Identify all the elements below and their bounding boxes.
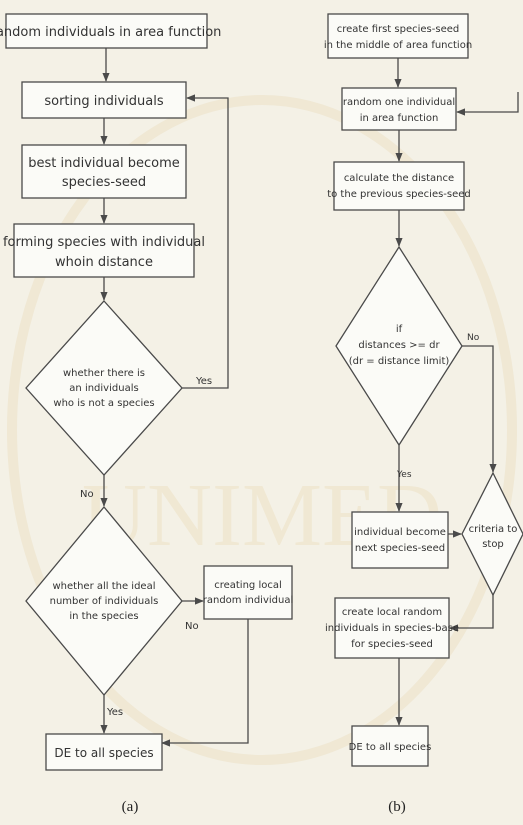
flowchart-b: create first species-seed in the middle … [324, 13, 523, 815]
box-forming-species-line1: forming species with individual [3, 235, 205, 250]
arrow-yes-loop [182, 94, 229, 389]
label-no-b: No [467, 333, 480, 343]
flowchart-a: random individuals in area function sort… [0, 13, 294, 815]
decision-ideal-number-line2: number of individuals [50, 596, 159, 607]
box-random-one-line2: in area function [360, 113, 439, 124]
arrow-local-to-de [161, 619, 249, 747]
label-yes-1: Yes [195, 376, 212, 387]
box-de-all-species-b [351, 725, 429, 767]
box-sorting-individuals-label: sorting individuals [44, 94, 163, 109]
box-de-all-species-a-label: DE to all species [54, 746, 153, 760]
label-no-2: No [185, 621, 199, 632]
box-create-local-random-line2: individuals in species-base [325, 623, 459, 634]
decision-distance-line1: if [396, 324, 403, 335]
decision-ideal-number-line1: whether all the ideal [52, 581, 155, 592]
decision-not-species-line3: who is not a species [53, 398, 154, 409]
decision-distance-line3: (dr = distance limit) [349, 356, 450, 367]
decision-not-species-line2: an individuals [69, 383, 138, 394]
box-de-all-species-b-label: DE to all species [349, 742, 432, 753]
box-create-local-random-line1: create local random [342, 607, 442, 618]
label-yes-b: Yes [396, 470, 412, 480]
box-random-one-line1: random one individual [343, 97, 455, 108]
arrow-no-b [462, 345, 497, 473]
decision-ideal-number-line3: in the species [69, 611, 138, 622]
label-no-1: No [80, 489, 94, 500]
box-calculate-distance-line2: to the previous species-seed [327, 189, 471, 200]
box-best-individual-line2: species-seed [62, 175, 146, 190]
box-random-one [341, 87, 457, 131]
box-best-individual-line1: best individual become [28, 156, 180, 171]
box-sorting-individuals [21, 81, 187, 119]
box-individual-become-line1: individual become [354, 527, 446, 538]
box-creating-local-line2: random individual [203, 595, 294, 606]
box-de-all-species-a [45, 733, 163, 771]
box-random-individuals [5, 13, 208, 49]
box-create-local-random [334, 597, 450, 659]
arrow-criteria-to-local [449, 595, 494, 632]
decision-distance-line2: distances >= dr [358, 340, 440, 351]
caption-b: (b) [388, 799, 406, 815]
box-create-first-seed-line2: in the middle of area function [324, 40, 472, 51]
arrow-loop-in-b [456, 92, 519, 116]
box-calculate-distance-line1: calculate the distance [344, 173, 454, 184]
box-create-first-seed [327, 13, 469, 59]
box-random-individuals-label: random individuals in area function [0, 25, 221, 40]
box-create-first-seed-line1: create first species-seed [337, 24, 459, 35]
caption-a: (a) [122, 799, 139, 815]
box-calculate-distance [333, 161, 465, 211]
decision-criteria-stop-line2: stop [482, 539, 504, 550]
box-forming-species [13, 223, 195, 278]
box-create-local-random-line3: for species-seed [351, 639, 433, 650]
box-individual-become [351, 511, 449, 569]
label-yes-2: Yes [106, 707, 123, 718]
decision-criteria-stop-line1: criteria to [469, 524, 518, 535]
box-individual-become-line2: next species-seed [355, 543, 445, 554]
box-creating-local-line1: creating local [214, 580, 282, 591]
box-creating-local [203, 565, 293, 620]
box-best-individual [21, 144, 187, 199]
box-forming-species-line2: whoin distance [55, 255, 153, 270]
decision-not-species-line1: whether there is [63, 368, 145, 379]
